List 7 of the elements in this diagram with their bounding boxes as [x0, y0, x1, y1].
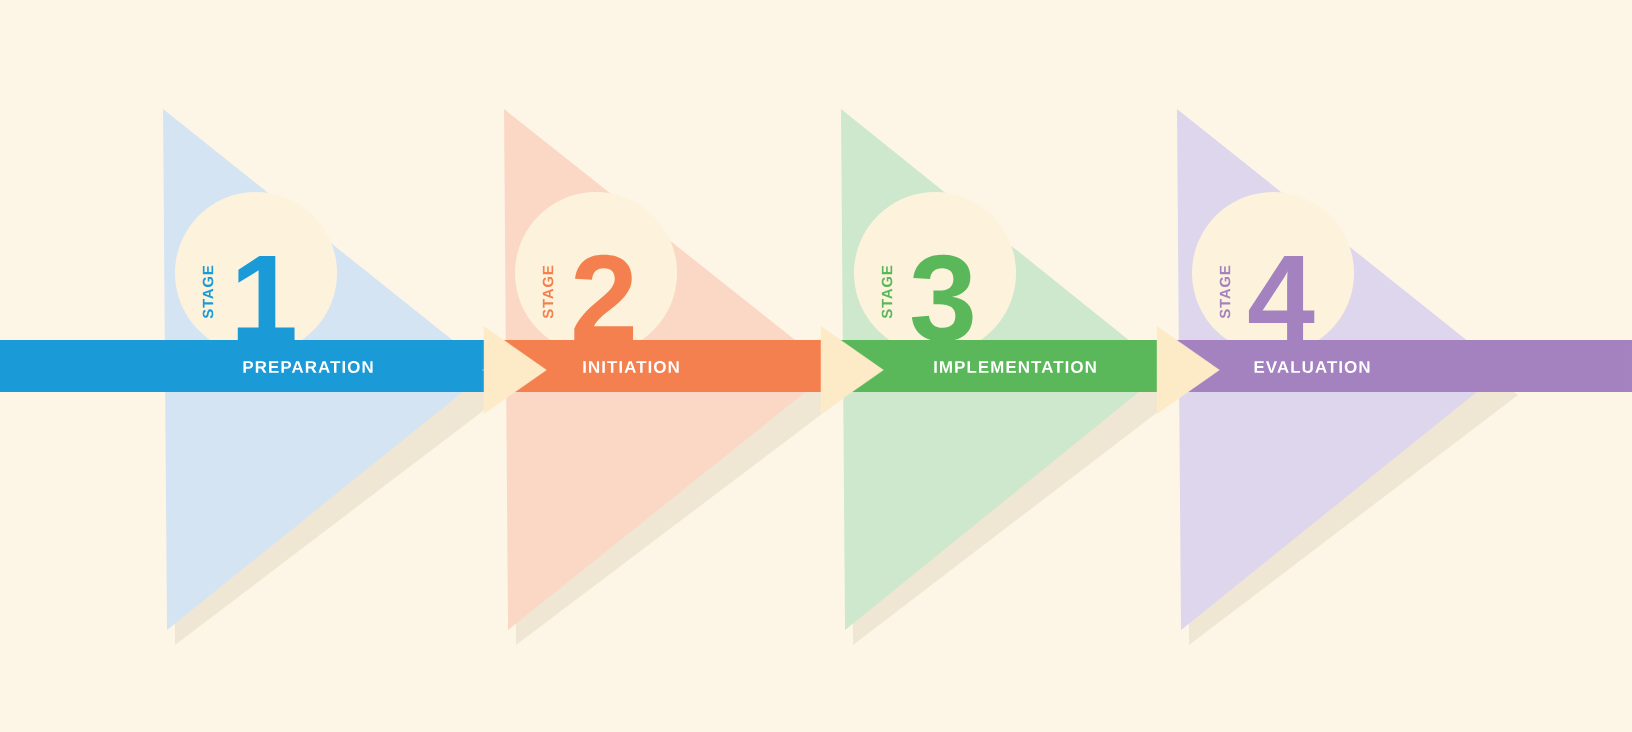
stage-triangle: STAGE 1 PREPARATION: [0, 109, 504, 645]
chevron-arrow: [1156, 326, 1220, 414]
stage-triangle: STAGE 2 INITIATION: [484, 109, 847, 645]
chevron-arrow: [481, 326, 547, 414]
chevron-arrow: [820, 326, 884, 414]
stage-triangle: STAGE 4 EVALUATION: [1161, 109, 1632, 645]
stage-triangle: STAGE 3 IMPLEMENTATION: [828, 109, 1180, 645]
